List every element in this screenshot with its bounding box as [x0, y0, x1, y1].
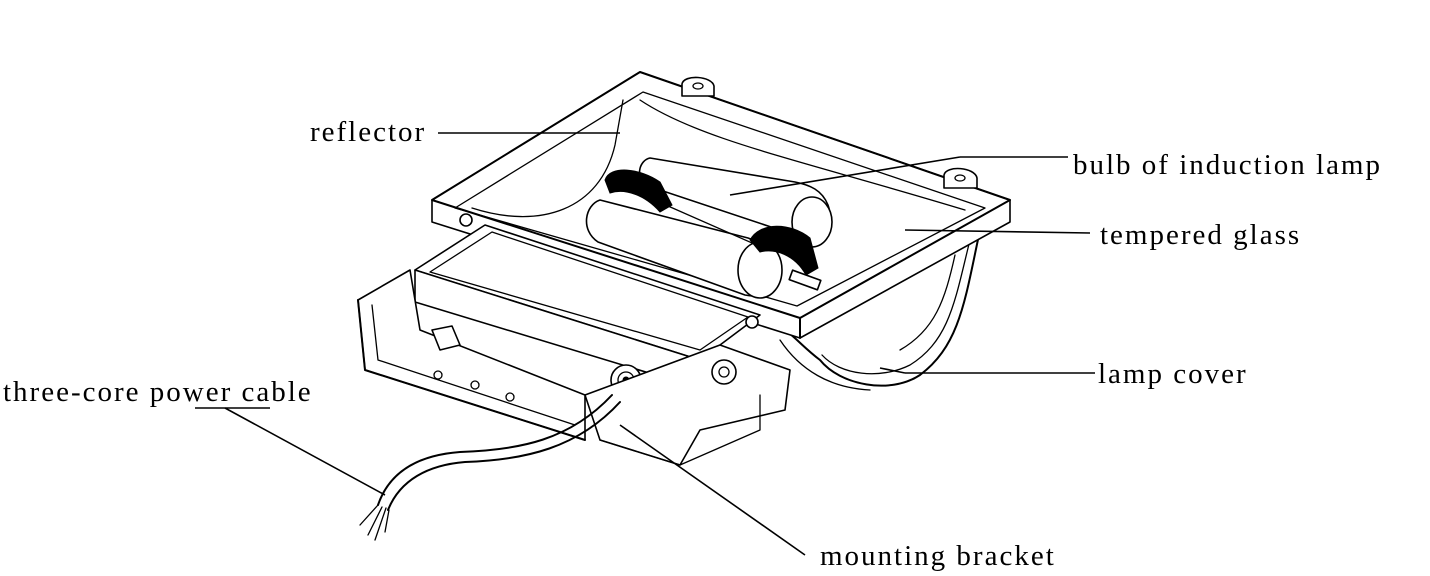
leader-bulb-diag	[729, 156, 961, 196]
leader-bracket	[619, 424, 806, 556]
label-bulb: bulb of induction lamp	[1073, 149, 1382, 181]
leader-lines	[195, 132, 1095, 556]
leader-cable-diag	[224, 407, 386, 496]
power-cable	[359, 394, 621, 541]
induction-bulb	[585, 157, 833, 299]
label-cable: three-core power cable	[3, 376, 313, 408]
reflector	[471, 99, 966, 218]
lamp-cover	[774, 229, 981, 391]
label-reflector: reflector	[310, 116, 426, 148]
label-glass: tempered glass	[1100, 219, 1301, 251]
label-bracket: mounting bracket	[820, 540, 1056, 572]
leader-cover-diag	[879, 367, 906, 374]
leader-glass	[904, 229, 1091, 234]
driver-box	[357, 213, 761, 441]
labels: reflector bulb of induction lamp tempere…	[3, 116, 1382, 572]
label-cover: lamp cover	[1098, 358, 1248, 390]
mounting-bracket	[584, 344, 791, 466]
